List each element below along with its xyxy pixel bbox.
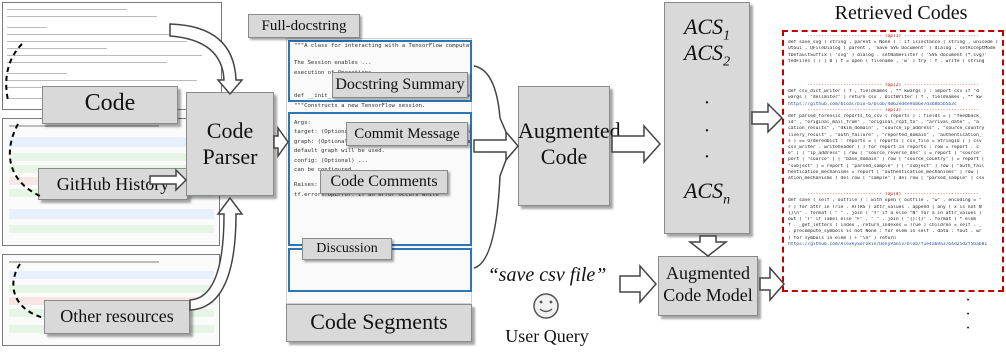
retrieved-codes-panel: --------------------------- Top(1) -----… [782, 30, 1004, 292]
code-source-label: Code [84, 90, 136, 116]
code-line: def csv_dict_writer ( f , fieldnames , *… [788, 89, 979, 95]
other-resources-label: Other resources [60, 306, 174, 326]
code-line: s ) == OrderedDict : reports = [ reports… [788, 138, 982, 144]
augmented-code-label: Augmented Code [518, 118, 621, 169]
code-line: {}\n" . format ( " " . join ( "Y" if a e… [788, 210, 982, 216]
user-query-text: “save csv file” [487, 264, 607, 286]
code-comments-callout: Code Comments [320, 170, 448, 194]
more-results-dot-1: · [965, 292, 971, 309]
docstring-summary-callout: Docstring Summary [332, 72, 468, 98]
acs-subscript: 2 [723, 54, 731, 70]
code-line: def save ( self , outfile ) : with open … [788, 198, 982, 204]
retrieved-block-2: --------------------------- Top(2) -----… [788, 83, 998, 108]
code-line: tDefaultSuffix ( 'svg' ) dialog . setNam… [788, 52, 988, 58]
code-line: f . _get_letters ( index , return_indexe… [788, 223, 982, 229]
arrow-discussion-to-augmented [473, 159, 507, 269]
acs-name: ACS [683, 14, 724, 39]
code-line: """Constructs a new TensorFlow session. [294, 102, 426, 109]
github-source-label: GitHub History [56, 174, 170, 194]
code-line: def save_svg ( string , parent = None ) … [788, 40, 998, 46]
rank-label: --------------------------- Top(2) -----… [807, 83, 979, 89]
code-parser-label: Code Parser [202, 118, 258, 169]
acs-item-n: ACSn [664, 178, 750, 208]
code-line: out ( "T" if label else "F" , " " . join… [788, 217, 977, 223]
code-line: ) for symbols in elem ) + "\n" ) return [788, 235, 896, 241]
retrieved-block-1: --------------------------- Top(1) -----… [788, 34, 998, 65]
code-line: . precompute_symbols is not None : for e… [788, 229, 982, 235]
code-line: r ) for attr in Trie . ATTRS ) attr_valu… [788, 204, 982, 210]
arrow-model-to-retrieved [759, 266, 785, 302]
arrow-query-to-model [619, 264, 658, 304]
code-line: csv_writer . writeheader ( ) for report … [788, 145, 979, 151]
code-segments-title: Code Segments [310, 309, 448, 334]
code-line: e" ] [ "ip_address" ] row [ "source_reve… [788, 151, 982, 157]
acs-subscript: n [723, 192, 731, 208]
user-smiley-icon [533, 293, 559, 319]
source-link[interactable]: https://github.com/bioal/bio-b/blob/4062… [788, 101, 957, 107]
retrieved-block-4: --------------------------- Top(4) -----… [788, 192, 998, 248]
acs-box [664, 2, 750, 234]
other-resources-box [44, 300, 190, 334]
rank-label: --------------------------- Top(1) -----… [807, 34, 979, 39]
code-line: livery_result" , "auth_failure" , "repor… [788, 132, 982, 138]
commit-message-callout: Commit Message [346, 122, 468, 146]
source-link[interactable]: https://github.com/AlexeySorokin/DenyPan… [788, 241, 988, 247]
more-results-dot-3: · [965, 320, 971, 337]
code-line: QtGui . QFileDialog ( parent , 'Save SVG… [788, 46, 996, 52]
arrow-comments-to-augmented [473, 129, 519, 163]
acs-name: ACS [683, 40, 724, 65]
arrow-docstring-to-augmented [473, 65, 507, 133]
code-line: The Session enables ... [294, 60, 372, 67]
acs-item-2: ACS2 [664, 40, 750, 70]
arrow-acs-to-retrieved [751, 102, 784, 134]
code-line: tf.errors.OpError: If an error occurs wh… [294, 191, 439, 198]
code-line: cation_results" , "dkim_domain" , "sourc… [788, 126, 985, 132]
acs-dot-2: · [703, 120, 711, 142]
code-line: config: (Optional) ... [294, 157, 369, 164]
retrieved-codes-title: Retrieved Codes [834, 2, 968, 24]
code-line: Args: [294, 120, 311, 127]
arrow-acs-to-model [687, 235, 729, 257]
acs-dot-1: · [703, 92, 711, 114]
acs-item-1: ACS1 [664, 14, 750, 44]
code-line: tedFiles ( ) [ 0 ] f = open ( filename ,… [788, 58, 985, 64]
code-line: default graph will be used. [294, 148, 385, 155]
retrieved-block-3: --------------------------- Top(3) -----… [788, 108, 998, 182]
user-query-label: User Query [505, 326, 589, 346]
rank-label: --------------------------- Top(4) -----… [807, 192, 979, 198]
code-line: wargs [ "delimiter" ] return csv . DictW… [788, 95, 982, 101]
discussion-callout: Discussion [302, 238, 392, 260]
code-line: id" , "original_mail_from" , "original_r… [788, 120, 979, 126]
more-results-dot-2: · [965, 306, 971, 323]
acs-subscript: 1 [723, 28, 731, 44]
acs-dot-3: · [703, 146, 711, 168]
code-line: port [ "source" ] [ "base_domain" ] row … [788, 157, 985, 163]
full-docstring-callout: Full-docstring [248, 14, 360, 38]
rank-label: --------------------------- Top(3) -----… [807, 107, 979, 113]
code-line: def parsed_forensic_reports_to_csv ( rep… [788, 114, 982, 120]
code-line: "subject" ] = report [ "parsed_sample" ]… [788, 163, 985, 169]
code-source-box [42, 86, 178, 124]
acs-name: ACS [683, 178, 724, 203]
code-line: """A class for interacting with a Tensor… [294, 43, 470, 49]
code-line: ation_mechanisms ) del row [ "sample" ] … [788, 176, 985, 182]
code-line: Raises: [294, 182, 318, 189]
augmented-code-model-label: Augmented Code Model [663, 263, 753, 305]
code-line: hentication_mechanisms = report [ "authe… [788, 169, 979, 175]
docstring-highlight [288, 40, 472, 102]
code-segments-title-box [286, 304, 472, 342]
